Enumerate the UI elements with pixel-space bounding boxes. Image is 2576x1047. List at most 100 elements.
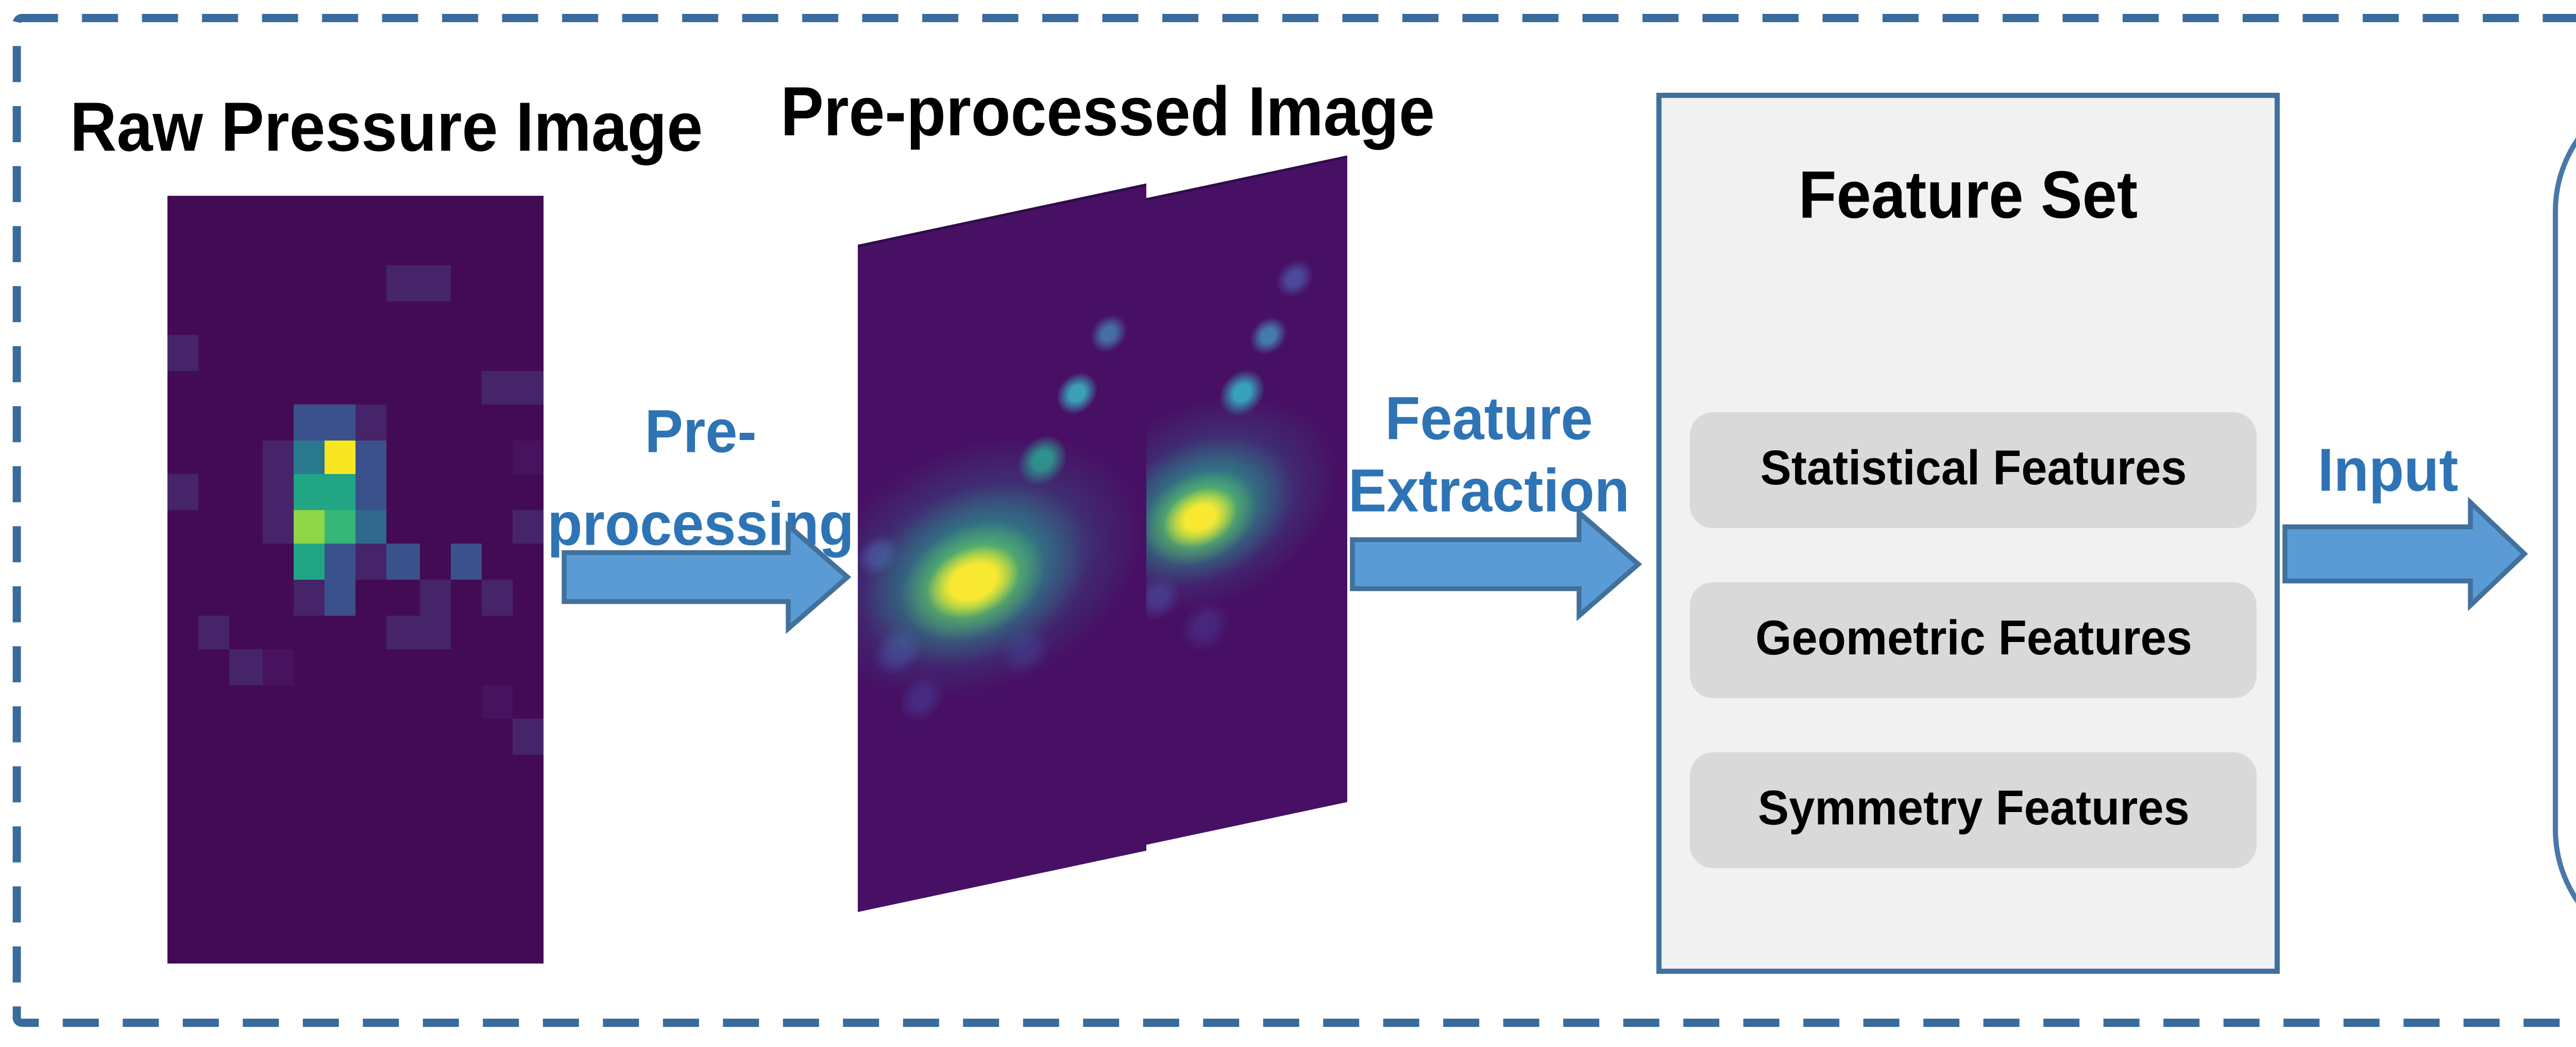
heatmap-cell — [513, 440, 545, 475]
heatmap-cell — [418, 649, 450, 685]
heatmap-cell — [418, 824, 450, 859]
heatmap-cell — [418, 859, 450, 894]
preprocessing-label-line1: Pre- — [645, 398, 757, 465]
heatmap-cell — [355, 300, 387, 335]
heatmap-cell — [324, 510, 356, 545]
heatmap-cell — [355, 684, 387, 720]
heatmap-cell — [261, 824, 293, 859]
heatmap-cell — [481, 719, 513, 754]
heatmap-cell — [450, 265, 482, 301]
heatmap-cell — [481, 230, 513, 266]
heatmap-cell — [481, 928, 513, 964]
heatmap-cell — [481, 754, 513, 789]
heatmap-cell — [418, 196, 450, 231]
heatmap-cell — [387, 719, 419, 754]
feature-item: Statistical Features — [1690, 412, 2257, 528]
heatmap-cell — [230, 754, 262, 789]
heatmap-cell — [230, 649, 262, 685]
heatmap-cell — [230, 614, 262, 650]
heatmap-cell — [167, 754, 199, 789]
heatmap-cell — [418, 510, 450, 545]
heatmap-cell — [387, 824, 419, 859]
heatmap-cell — [387, 754, 419, 789]
feature-item-label: Symmetry Features — [1757, 782, 2189, 836]
heatmap-cell — [230, 370, 262, 406]
heatmap-cell — [418, 754, 450, 789]
heatmap-cell — [167, 614, 199, 650]
heatmap-cell — [450, 893, 482, 929]
heatmap-cell — [513, 614, 545, 650]
heatmap-cell — [230, 928, 262, 964]
heatmap-cell — [198, 649, 230, 685]
heatmap-cell — [230, 893, 262, 929]
heatmap-cell — [230, 335, 262, 370]
feature-extraction-arrow-icon — [1350, 508, 1642, 621]
heatmap-cell — [293, 789, 325, 824]
heatmap-cell — [481, 440, 513, 475]
heatmap-cell — [198, 475, 230, 510]
heatmap-cell — [261, 893, 293, 929]
heatmap-cell — [230, 230, 262, 266]
heatmap-cell — [261, 614, 293, 650]
heatmap-cell — [293, 475, 325, 510]
heatmap-cell — [230, 824, 262, 859]
heatmap-cell — [324, 684, 356, 720]
heatmap-cell — [418, 684, 450, 720]
heatmap-cell — [230, 684, 262, 720]
heatmap-cell — [198, 230, 230, 266]
heatmap-cell — [324, 824, 356, 859]
heatmap-cell — [387, 684, 419, 720]
heatmap-cell — [324, 440, 356, 475]
heatmap-cell — [324, 230, 356, 266]
heatmap-cell — [450, 684, 482, 720]
heatmap-cell — [418, 789, 450, 824]
heatmap-cell — [513, 789, 545, 824]
heatmap-cell — [167, 300, 199, 335]
heatmap-cell — [324, 370, 356, 406]
input-label: Input — [2317, 436, 2459, 504]
heatmap-cell — [450, 440, 482, 475]
heatmap-cell — [387, 405, 419, 441]
heatmap-cell — [293, 300, 325, 335]
heatmap-cell — [230, 475, 262, 510]
heatmap-cell — [418, 580, 450, 615]
heatmap-cell — [261, 928, 293, 964]
heatmap-cell — [230, 545, 262, 580]
heatmap-cell — [481, 370, 513, 406]
heatmap-cell — [293, 824, 325, 859]
heatmap-cell — [167, 440, 199, 475]
heatmap-cell — [167, 684, 199, 720]
heatmap-cell — [293, 754, 325, 789]
heatmap-cell — [387, 893, 419, 929]
heatmap-cell — [167, 230, 199, 266]
heatmap-cell — [387, 789, 419, 824]
heatmap-cell — [355, 265, 387, 301]
heatmap-cell — [418, 893, 450, 929]
heatmap-cell — [167, 196, 199, 231]
heatmap-cell — [324, 475, 356, 510]
feature-item-label: Statistical Features — [1760, 442, 2187, 496]
heatmap-cell — [513, 510, 545, 545]
heatmap-cell — [450, 789, 482, 824]
heatmap-cell — [450, 230, 482, 266]
heatmap-cell — [418, 614, 450, 650]
heatmap-cell — [387, 859, 419, 894]
heatmap-cell — [355, 928, 387, 964]
heatmap-cell — [418, 405, 450, 441]
heatmap-cell — [355, 230, 387, 266]
feature-extraction-label-line1: Feature — [1385, 385, 1593, 452]
heatmap-cell — [261, 335, 293, 370]
heatmap-cell — [355, 859, 387, 894]
heatmap-cell — [261, 545, 293, 580]
heatmap-cell — [261, 475, 293, 510]
heatmap-cell — [167, 928, 199, 964]
preprocessed-heatmap-front — [858, 183, 1146, 913]
heatmap-cell — [355, 335, 387, 370]
heatmap-cell — [513, 545, 545, 580]
heatmap-cell — [198, 824, 230, 859]
heatmap-cell — [324, 335, 356, 370]
heatmap-cell — [418, 370, 450, 406]
heatmap-cell — [198, 719, 230, 754]
heatmap-cell — [513, 859, 545, 894]
heatmap-cell — [450, 300, 482, 335]
